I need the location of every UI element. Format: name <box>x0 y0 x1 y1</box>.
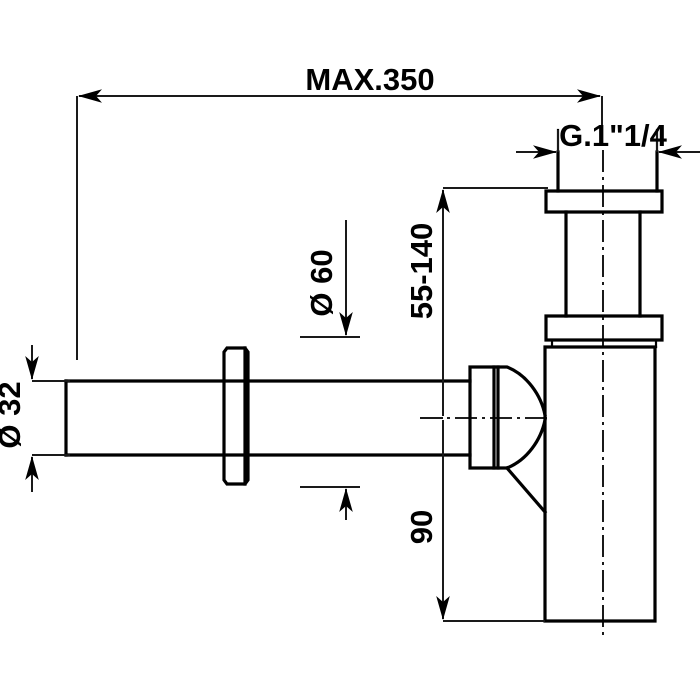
lower-nut <box>544 314 664 349</box>
inlet-flange-ring <box>222 346 250 486</box>
upper-nut <box>544 189 664 214</box>
dimension-label-height-range: 55-140 <box>404 223 439 320</box>
inlet-pipe <box>64 379 472 457</box>
dimension-body-diameter: Ø 60 <box>300 220 360 520</box>
dimension-inlet-diameter: Ø 32 <box>0 345 70 492</box>
dimension-label-outlet-height: 90 <box>404 510 439 544</box>
trap-geometry <box>64 128 664 640</box>
riser-tube <box>564 210 642 318</box>
dimension-height-range: 55-140 <box>404 187 548 419</box>
dimension-label-body-diameter: Ø 60 <box>304 249 339 316</box>
trap-body <box>496 345 657 623</box>
dimension-label-max-length: MAX.350 <box>305 62 434 97</box>
dimension-label-inlet-diameter: Ø 32 <box>0 381 27 448</box>
dimension-label-thread-size: G.1"1/4 <box>559 118 668 153</box>
dimension-outlet-height: 90 <box>404 420 545 622</box>
dimension-thread-size: G.1"1/4 <box>516 118 700 159</box>
dimension-max-length: MAX.350 <box>76 62 603 360</box>
